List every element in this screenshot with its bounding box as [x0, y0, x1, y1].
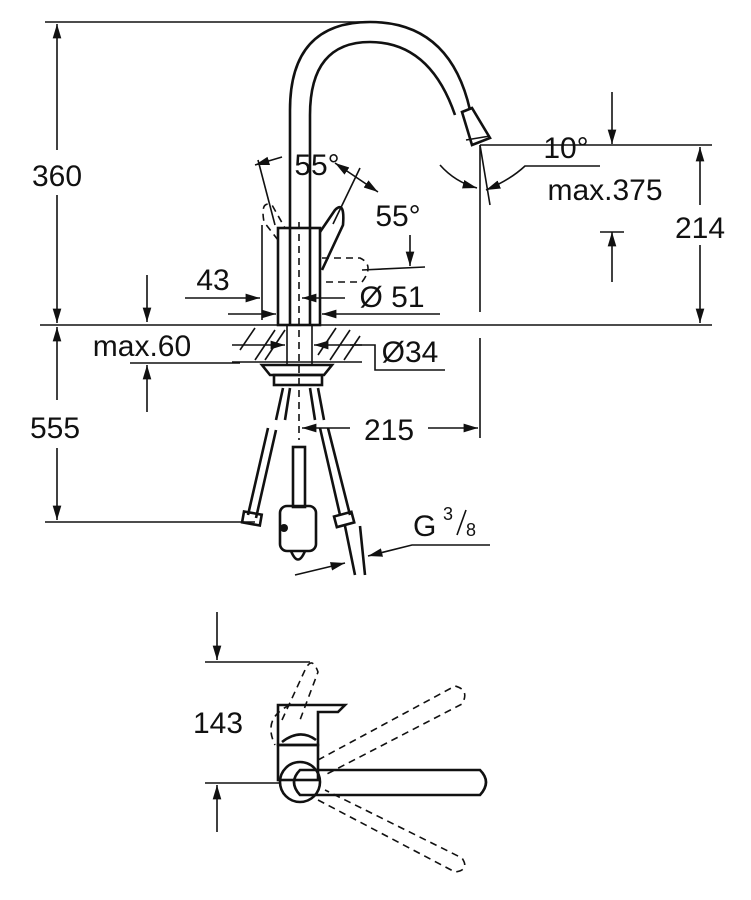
- deck-thickness-label: max.60: [93, 330, 191, 363]
- height-below-label: 555: [30, 412, 80, 445]
- lever-angle-left-label: 55°: [294, 149, 339, 182]
- dimension-360: 360: [32, 24, 82, 323]
- dimension-10-degree: 10°: [439, 132, 600, 206]
- body-diameter-label: Ø 51: [359, 281, 424, 314]
- thread-letter: G: [413, 510, 436, 543]
- dimension-215: 215: [302, 414, 478, 447]
- dimension-555: 555: [30, 327, 80, 520]
- faucet-body: [257, 159, 369, 440]
- lever-offset-label: 43: [196, 264, 229, 297]
- outlet-offset-label: 215: [364, 414, 414, 447]
- deck-section: Ø34: [232, 324, 445, 387]
- supply-hoses: [240, 387, 367, 576]
- lever-depth-label: 143: [193, 707, 243, 740]
- spout: [288, 20, 492, 325]
- thread-denominator: 8: [466, 520, 476, 540]
- dimension-43-and-diameter-51: 43 Ø 51: [185, 264, 440, 319]
- height-total-label: 360: [32, 160, 82, 193]
- spout-angle-label: 10°: [543, 132, 588, 165]
- spout-reach-label: max.375: [547, 174, 662, 207]
- lever-angle-right-label: 55°: [375, 200, 420, 233]
- thread-numerator: 3: [443, 504, 453, 524]
- dimension-thread: G 3 8: [294, 504, 490, 576]
- reference-lines: [40, 21, 712, 523]
- dimension-214: 214: [675, 147, 725, 323]
- dimension-lever-angles: 55° 55°: [254, 149, 426, 271]
- dimension-max375: max.375: [547, 92, 663, 282]
- top-view: 143: [193, 612, 488, 873]
- spout-height-label: 214: [675, 212, 725, 245]
- dimension-max60: max.60: [93, 275, 240, 412]
- hole-diameter-label: Ø34: [382, 336, 439, 369]
